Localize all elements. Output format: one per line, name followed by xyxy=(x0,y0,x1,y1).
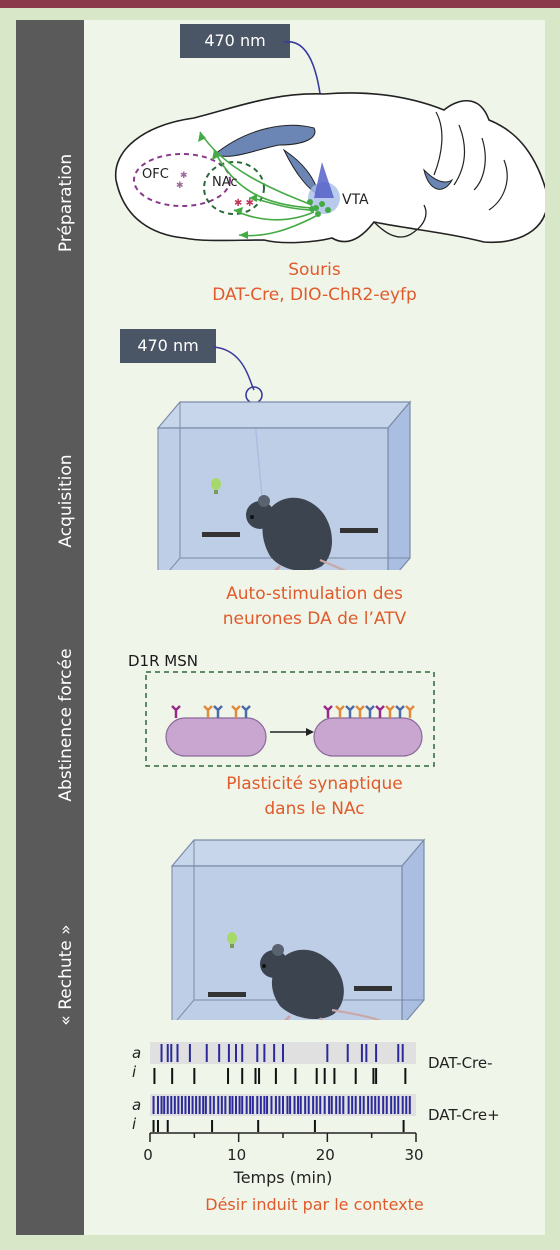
operant-box-acquisition xyxy=(156,346,412,570)
inactive-lever xyxy=(340,528,378,533)
d1r-msn-label: D1R MSN xyxy=(128,652,198,670)
x-axis-ticks xyxy=(149,1133,417,1142)
vta-label: VTA xyxy=(342,192,369,208)
top-accent-bar xyxy=(0,0,560,8)
xtick-label-30: 30 xyxy=(404,1146,423,1164)
ofc-marks: ✱ ✱ xyxy=(176,171,188,191)
lever-press-raster: a i a i DAT-Cre- DAT-Cre+ 0 10 20 30 Tem… xyxy=(132,1042,500,1187)
projection-arrowheads xyxy=(198,132,257,239)
plasticity-frame xyxy=(145,671,435,767)
row-label-a-minus: a xyxy=(132,1044,141,1062)
active-lever-2 xyxy=(208,992,246,997)
caption-abstinence-1: Plasticité synaptique xyxy=(226,774,403,794)
receptors-before xyxy=(171,705,251,718)
section-label-preparation: Préparation xyxy=(56,153,76,253)
section-label-acquisition: Acquisition xyxy=(56,454,76,548)
nac-region xyxy=(203,161,265,215)
figure-panel: 470 nm ✱ ✱ ✱ ✱ xyxy=(84,20,545,1235)
mouse-acquisition xyxy=(246,495,347,570)
caption-relapse: Désir induit par le contexte xyxy=(205,1195,424,1214)
cue-light xyxy=(211,478,221,490)
svg-text:✱ ✱: ✱ ✱ xyxy=(234,198,254,209)
caption-abstinence-2: dans le NAc xyxy=(264,799,365,819)
light-cone xyxy=(314,162,334,198)
plasticity-diagram xyxy=(145,671,435,767)
row-label-i-minus: i xyxy=(132,1063,137,1081)
raster-ticks xyxy=(152,1044,411,1132)
laser-label-acquisition: 470 nm xyxy=(120,329,216,363)
spine-after xyxy=(313,717,423,757)
group-label-plus: DAT-Cre+ xyxy=(428,1106,500,1124)
svg-text:✱: ✱ xyxy=(176,181,184,191)
cue-light-2 xyxy=(227,932,237,944)
ofc-label: OFC xyxy=(142,167,169,182)
row-label-a-plus: a xyxy=(132,1096,141,1114)
brain-diagram: ✱ ✱ ✱ ✱ OFC NAc VTA xyxy=(114,40,545,244)
ofc-region xyxy=(133,153,231,207)
operant-box-relapse xyxy=(170,838,426,1020)
section-label-relapse: « Rechute » xyxy=(56,924,76,1026)
section-label-abstinence: Abstinence forcée xyxy=(56,648,76,802)
group-label-minus: DAT-Cre- xyxy=(428,1054,493,1072)
laser-label-preparation: 470 nm xyxy=(180,24,290,58)
receptors-after xyxy=(323,705,415,718)
active-lever xyxy=(202,532,240,537)
nac-marks: ✱ ✱ xyxy=(234,198,254,209)
spine-before xyxy=(165,717,267,757)
inactive-lever-2 xyxy=(354,986,392,991)
caption-acquisition-1: Auto-stimulation des xyxy=(226,584,403,604)
section-sidebar: Préparation Acquisition Abstinence forcé… xyxy=(16,20,84,1235)
caption-acquisition-2: neurones DA de l’ATV xyxy=(222,609,407,629)
mouse-relapse xyxy=(260,944,382,1020)
cerebellum-fold xyxy=(433,111,443,176)
x-axis-title: Temps (min) xyxy=(233,1168,333,1187)
lateral-ventricle xyxy=(212,124,316,157)
caption-preparation-1: Souris xyxy=(288,260,341,280)
xtick-label-20: 20 xyxy=(316,1146,335,1164)
xtick-label-0: 0 xyxy=(143,1146,153,1164)
xtick-label-10: 10 xyxy=(227,1146,246,1164)
nac-label: NAc xyxy=(212,175,238,190)
optic-fiber-2 xyxy=(213,346,255,391)
caption-preparation-2: DAT-Cre, DIO-ChR2-eyfp xyxy=(212,285,417,305)
brain-outline xyxy=(114,92,545,244)
row-label-i-plus: i xyxy=(132,1115,137,1133)
svg-text:✱: ✱ xyxy=(180,171,188,181)
